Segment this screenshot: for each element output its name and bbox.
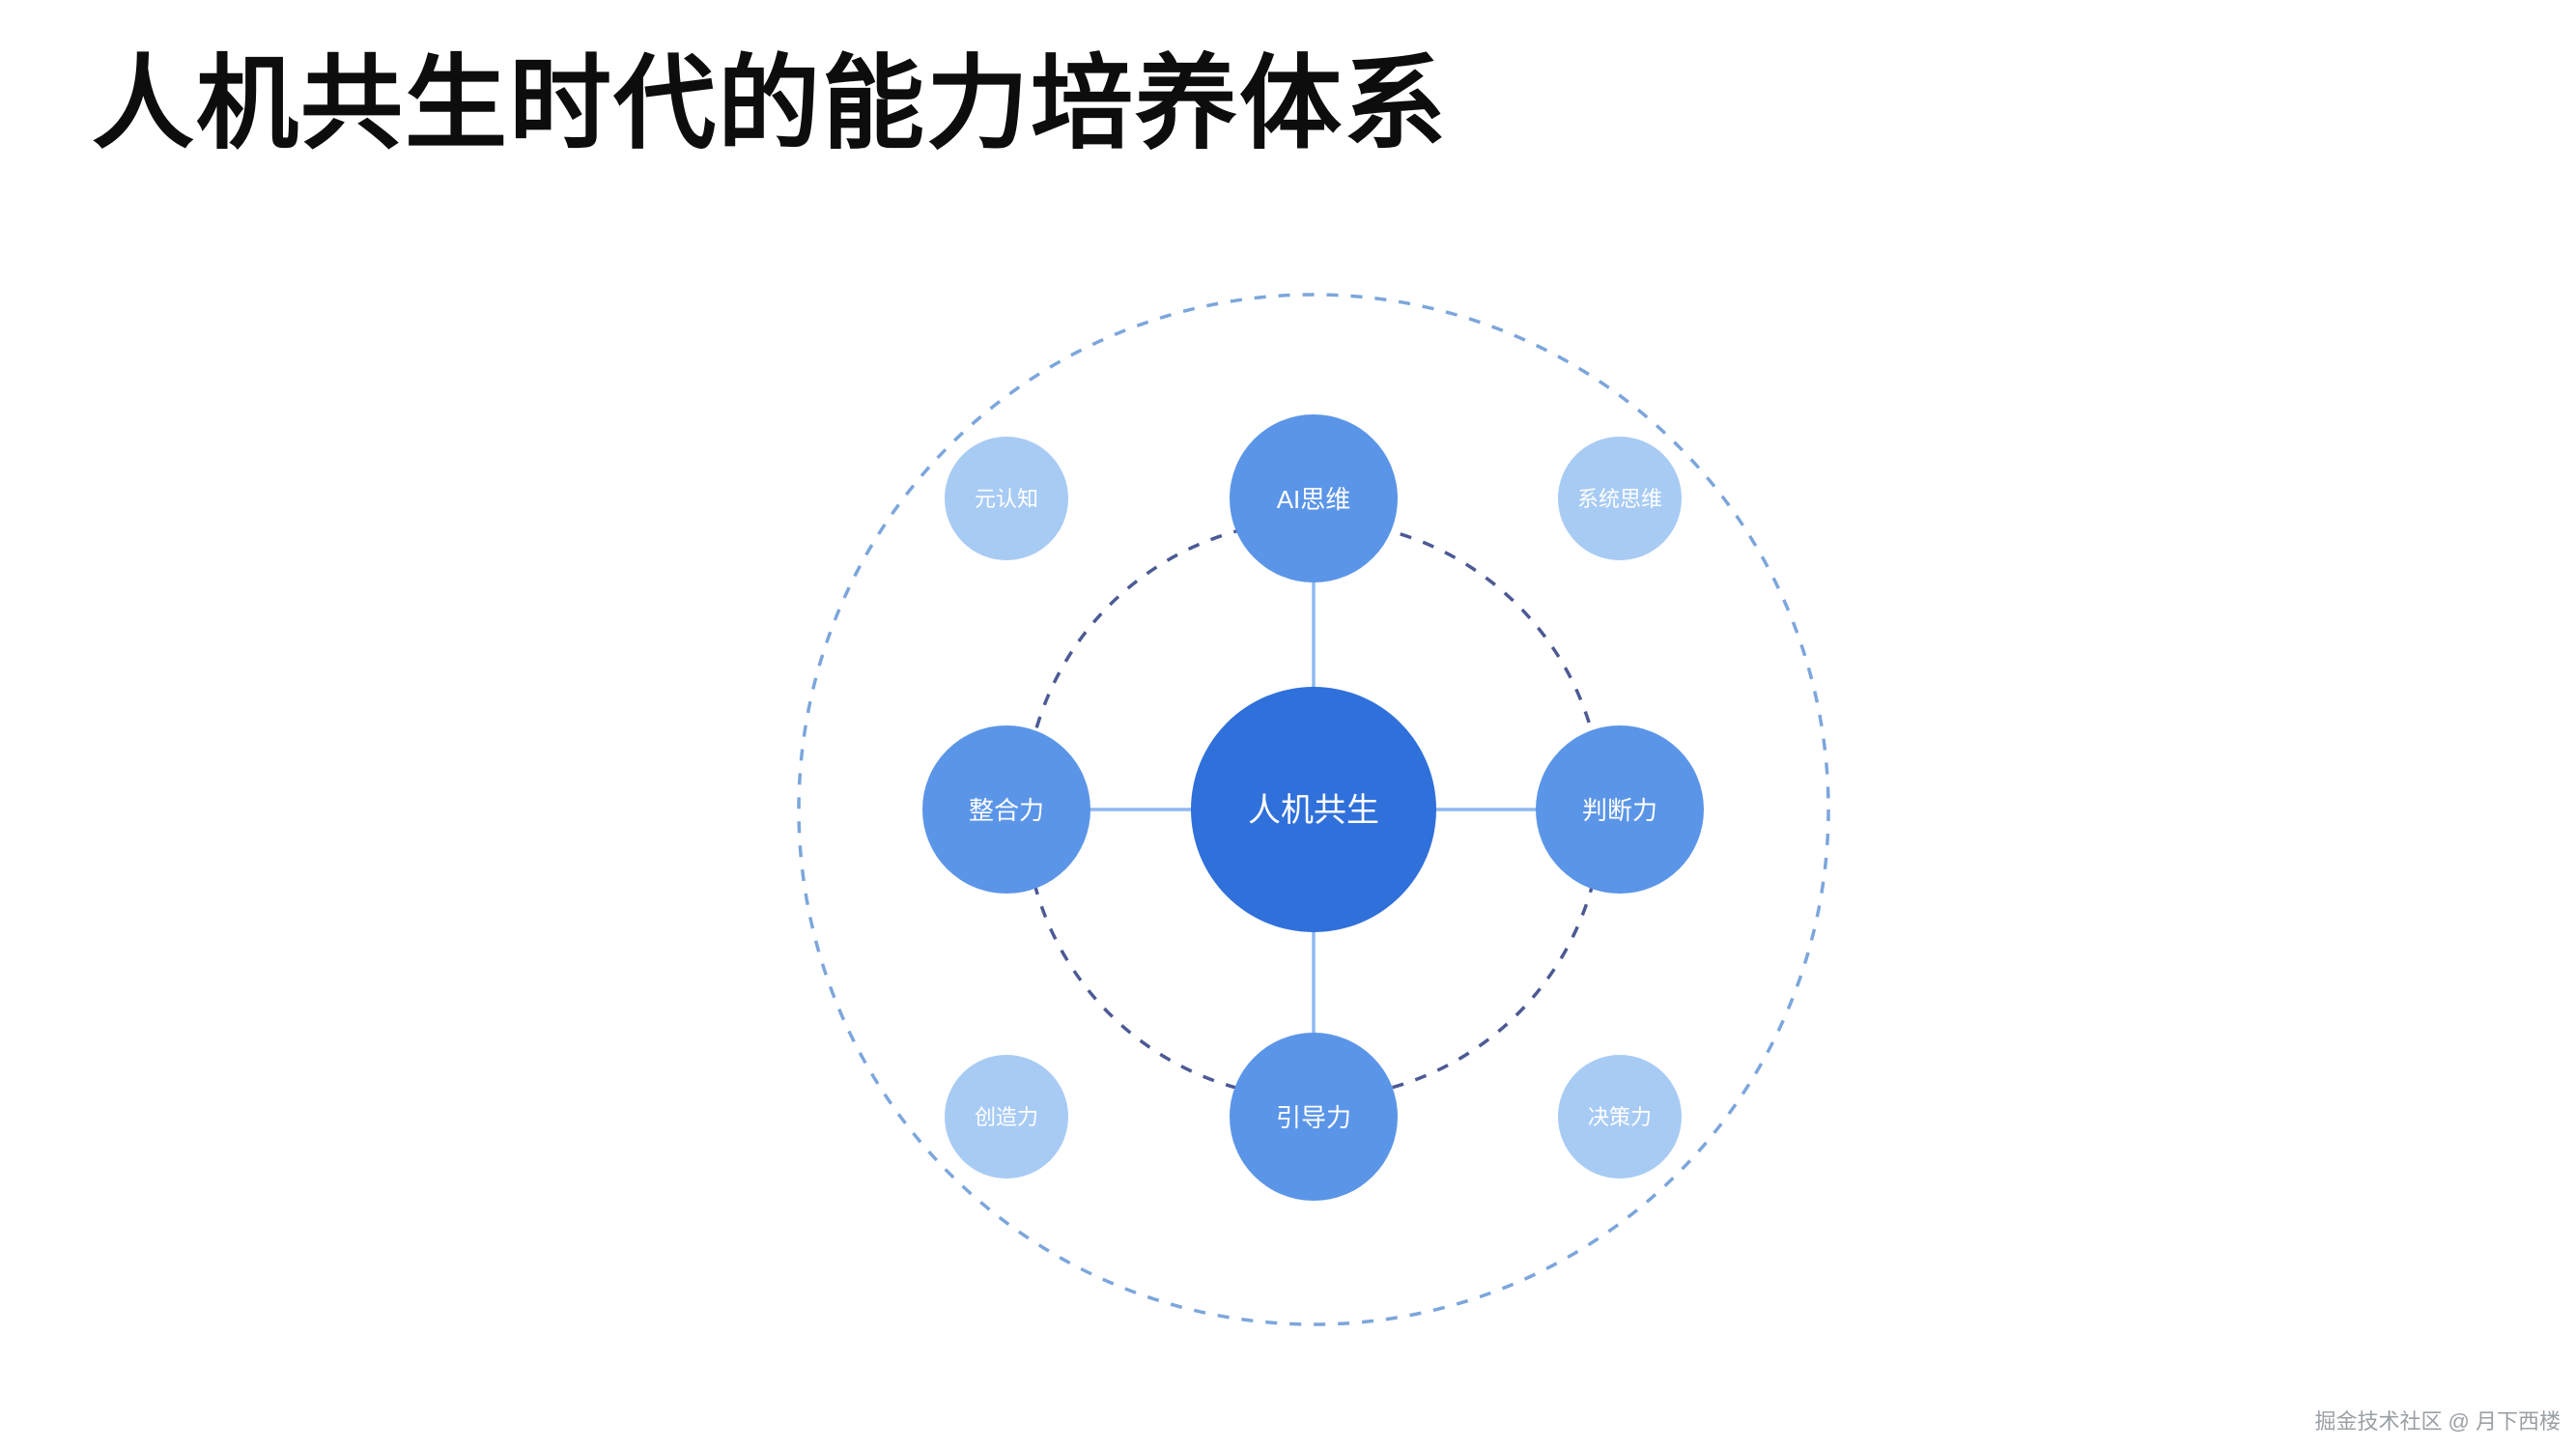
node-ai-thinking-circle [1230,414,1398,582]
node-guidance-circle [1230,1033,1398,1201]
node-systems-thinking-label: 系统思维 [1577,487,1662,511]
node-metacognition-circle [945,437,1068,560]
node-systems-thinking-circle [1558,437,1682,560]
center-node-label: 人机共生 [1248,792,1379,829]
node-decision-label: 决策力 [1588,1105,1652,1129]
outer-dashed-ring [797,293,1830,1326]
node-integration-circle [922,725,1090,894]
watermark: 掘金技术社区 @ 月下西楼 [2314,1409,2561,1434]
node-creativity-circle [945,1055,1068,1179]
center-node-circle [1191,687,1436,932]
node-decision-circle [1558,1055,1682,1179]
page-title: 人机共生时代的能力培养体系 [92,47,1448,161]
node-metacognition-label: 元认知 [975,487,1038,511]
node-ai-thinking-label: AI思维 [1277,485,1351,514]
node-integration-label: 整合力 [969,796,1044,825]
node-judgment-circle [1536,725,1704,894]
node-creativity-label: 创造力 [975,1105,1038,1129]
node-guidance-label: 引导力 [1276,1103,1351,1132]
node-judgment-label: 判断力 [1582,796,1657,825]
